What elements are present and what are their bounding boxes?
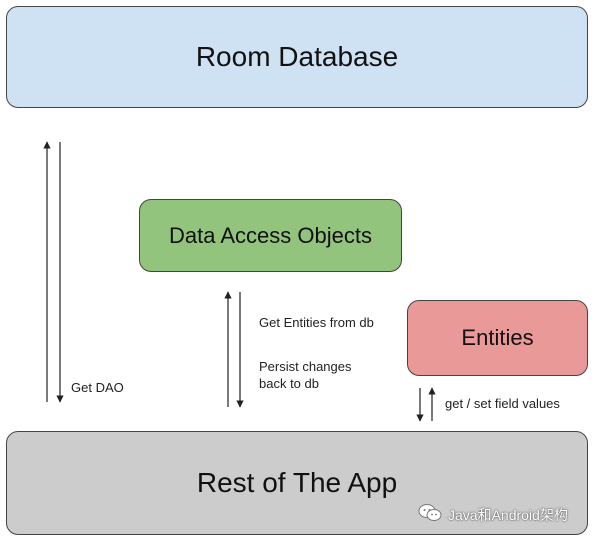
watermark: Java和Android架构 [418, 503, 568, 526]
entities-label: Entities [461, 325, 534, 350]
entities-node: Entities [407, 300, 588, 376]
rest-of-app-node: Rest of The App [6, 431, 588, 535]
data-access-objects-label: Data Access Objects [169, 222, 372, 248]
get-dao-label: Get DAO [71, 380, 124, 395]
persist-changes-label: Persist changes back to db [259, 359, 352, 391]
data-access-objects-node: Data Access Objects [139, 199, 402, 272]
field-values-label: get / set field values [445, 396, 560, 411]
wechat-icon [418, 503, 442, 526]
rest-of-app-label: Rest of The App [196, 467, 398, 498]
room-database-node: Room Database [6, 6, 588, 108]
get-entities-label: Get Entities from db [259, 315, 374, 330]
watermark-text: Java和Android架构 [448, 506, 568, 523]
room-database-label: Room Database [195, 41, 399, 72]
